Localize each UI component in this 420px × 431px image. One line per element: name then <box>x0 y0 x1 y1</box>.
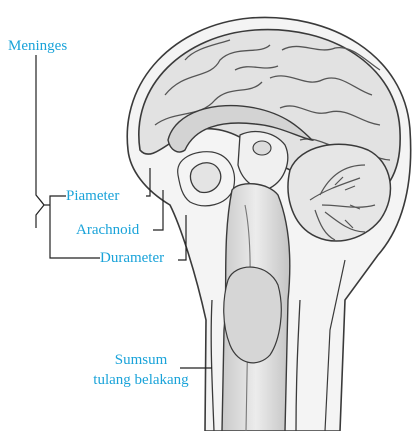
label-piameter: Piameter <box>66 188 119 205</box>
piameter-branch <box>50 196 66 205</box>
label-sumsum-line2: tulang belakang <box>76 372 206 389</box>
label-sumsum-line1: Sumsum <box>106 352 176 369</box>
label-arachnoid: Arachnoid <box>76 222 139 239</box>
label-meninges: Meninges <box>8 38 67 55</box>
small-nucleus <box>253 141 271 155</box>
meninges-leader <box>36 55 44 228</box>
pituitary <box>190 163 220 193</box>
cord-bulge <box>224 267 282 363</box>
thalamus <box>238 132 288 189</box>
label-durameter: Durameter <box>100 250 164 267</box>
